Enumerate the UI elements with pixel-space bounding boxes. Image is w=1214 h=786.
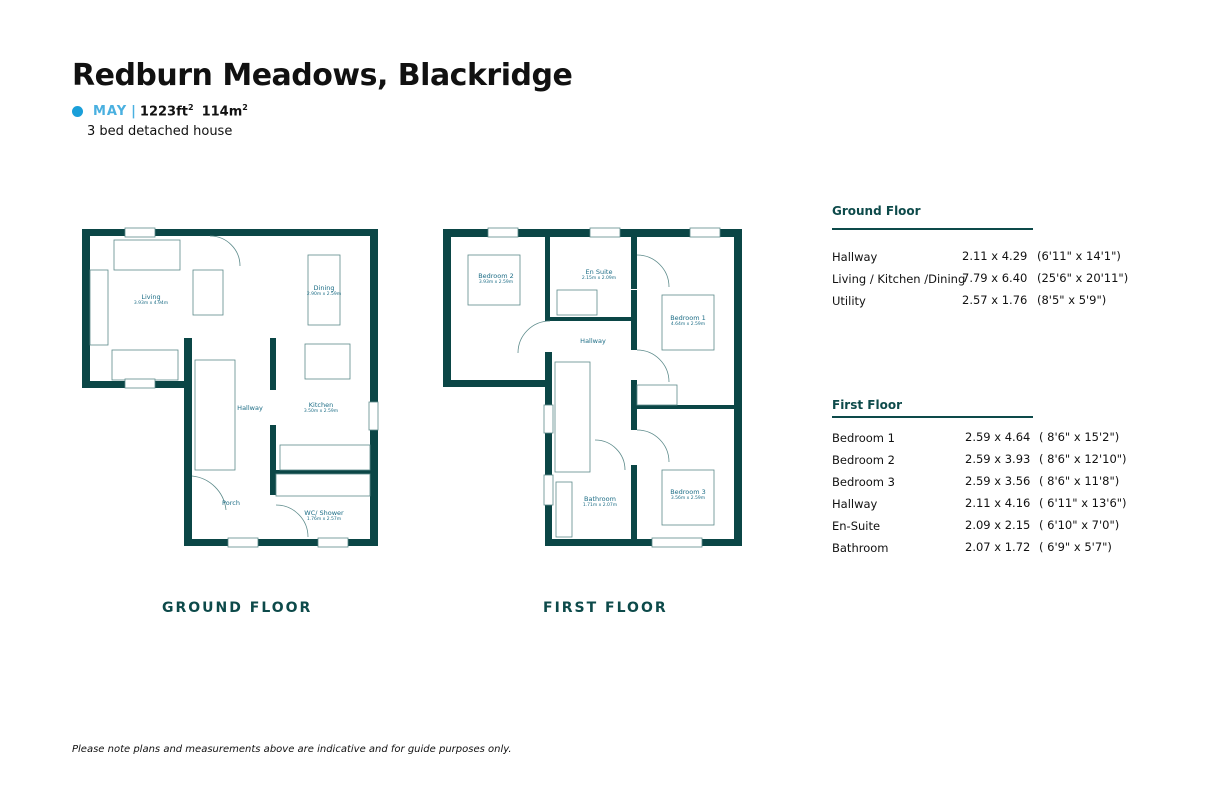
area-sqft: 1223ft2 — [139, 103, 194, 120]
room-label-living: Living — [141, 293, 161, 301]
schedule-metric: 2.59 x 3.93 — [965, 452, 1031, 466]
house-type-line: MAY | 1223ft2 114m2 — [72, 103, 248, 119]
room-label-wc-shower: WC/ Shower — [304, 509, 344, 517]
room-label-kitchen: Kitchen — [308, 401, 334, 409]
schedule-imperial: ( 6'9" x 5'7") — [1039, 540, 1112, 554]
room-label-bedroom-1: Bedroom 1 — [670, 314, 706, 322]
room-dim-en-suite: 2.15m x 2.09m — [581, 276, 617, 281]
room-label-en-suite: En Suite — [585, 268, 613, 276]
schedule-imperial: ( 8'6" x 15'2") — [1039, 430, 1120, 444]
schedule-metric: 2.11 x 4.29 — [962, 249, 1028, 263]
schedule-room: Bedroom 3 — [832, 475, 895, 489]
schedule-imperial: ( 8'6" x 11'8") — [1039, 474, 1120, 488]
schedule-metric: 7.79 x 6.40 — [962, 271, 1028, 285]
schedule-imperial: (8'5" x 5'9") — [1037, 293, 1107, 307]
room-dim-living: 3.93m x 4.94m — [133, 301, 169, 306]
schedule-metric: 2.57 x 1.76 — [962, 293, 1028, 307]
room-dim-wc-shower: 1.76m x 2.57m — [306, 517, 342, 522]
bullet-dot-icon — [72, 105, 83, 117]
page-title: Redburn Meadows, Blackridge — [72, 58, 573, 93]
schedule-imperial: (6'11" x 14'1") — [1037, 249, 1121, 263]
schedule-room: Hallway — [832, 497, 878, 511]
first-floor-fixtures — [467, 227, 721, 548]
disclaimer-note: Please note plans and measurements above… — [72, 744, 512, 755]
schedule-room: Living / Kitchen /Dining — [832, 272, 966, 286]
room-dim-dining: 2.90m x 2.59m — [306, 292, 342, 297]
room-label-bedroom-2: Bedroom 2 — [478, 272, 514, 280]
room-label-bedroom-3: Bedroom 3 — [670, 488, 706, 496]
schedule-room: Hallway — [832, 250, 878, 264]
schedule-imperial: ( 8'6" x 12'10") — [1039, 452, 1127, 466]
first-floor-heading: First Floor — [832, 398, 903, 412]
schedule-room: Bathroom — [832, 541, 889, 555]
room-dim-bedroom-3: 3.56m x 2.59m — [670, 496, 706, 501]
ground-floor-divider — [832, 228, 1033, 230]
area-sqm: 114m2 — [201, 103, 248, 120]
schedule-metric: 2.11 x 4.16 — [965, 496, 1031, 510]
schedule-metric: 2.59 x 3.56 — [965, 474, 1031, 488]
schedule-room: Bedroom 1 — [832, 431, 895, 445]
room-dim-bedroom-2: 3.93m x 2.59m — [478, 280, 514, 285]
room-dim-bedroom-1: 4.64m x 2.59m — [670, 322, 706, 327]
ground-floor-heading: Ground Floor — [832, 204, 921, 218]
room-label-dining: Dining — [313, 284, 335, 292]
schedule-room: Utility — [832, 294, 866, 308]
room-label-porch: Porch — [222, 499, 240, 507]
ground-floor-caption: GROUND FLOOR — [162, 600, 313, 616]
first-floor-caption: FIRST FLOOR — [543, 600, 668, 616]
schedule-imperial: ( 6'10" x 7'0") — [1039, 518, 1120, 532]
schedule-imperial: ( 6'11" x 13'6") — [1039, 496, 1127, 510]
room-label-hallway-first: Hallway — [580, 337, 606, 345]
schedule-metric: 2.07 x 1.72 — [965, 540, 1031, 554]
room-dim-kitchen: 3.50m x 2.59m — [303, 409, 339, 414]
schedule-imperial: (25'6" x 20'11") — [1037, 271, 1129, 285]
house-description: 3 bed detached house — [87, 124, 233, 139]
schedule-room: En-Suite — [832, 519, 881, 533]
schedule-room: Bedroom 2 — [832, 453, 895, 467]
schedule-metric: 2.59 x 4.64 — [965, 430, 1031, 444]
room-dim-bathroom: 1.71m x 2.07m — [582, 503, 618, 508]
ground-floor-fixtures — [89, 227, 379, 548]
separator: | — [131, 103, 136, 119]
room-label-bathroom: Bathroom — [584, 495, 616, 503]
first-floor-divider — [832, 416, 1033, 418]
house-type-name: MAY — [93, 103, 128, 119]
room-label-hallway: Hallway — [237, 404, 263, 412]
schedule-metric: 2.09 x 2.15 — [965, 518, 1031, 532]
